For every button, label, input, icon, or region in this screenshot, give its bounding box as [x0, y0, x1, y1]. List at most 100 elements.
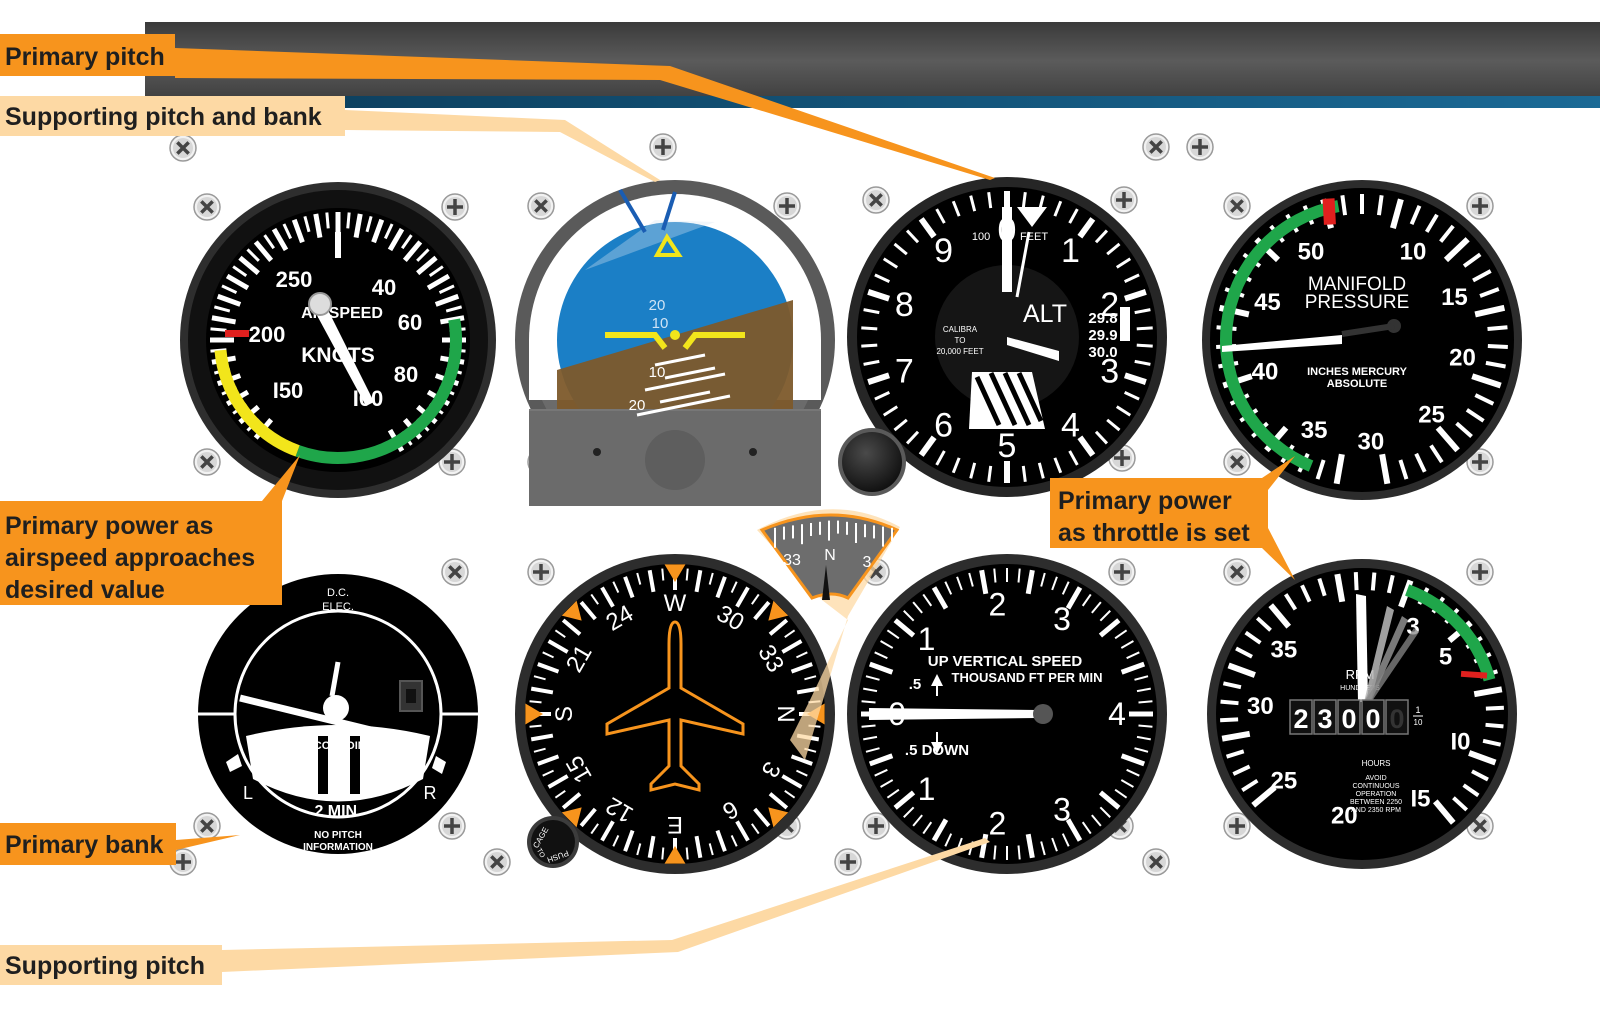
tick	[882, 257, 899, 269]
tick	[751, 593, 760, 605]
tick	[1471, 769, 1489, 782]
tick	[402, 240, 423, 262]
altimeter-alt-label: ALT	[1023, 300, 1067, 328]
callout-primary-bank-text: Primary bank	[5, 831, 164, 859]
tick	[1315, 459, 1326, 480]
tick	[426, 273, 451, 291]
heading-airplane-symbol	[605, 620, 745, 792]
tick	[647, 569, 656, 593]
heading-label-W: W	[664, 590, 687, 617]
tc-no-pitch: NO PITCH	[314, 830, 362, 841]
tick	[1353, 572, 1359, 591]
screw	[527, 558, 555, 586]
tick	[1333, 453, 1345, 485]
tick	[547, 639, 569, 654]
screw	[773, 192, 801, 220]
tick	[790, 754, 813, 766]
turn-coordinator: D.C. ELEC. TURN COORDINATOR 2 MIN. NO PI…	[198, 574, 478, 854]
tick	[874, 768, 888, 777]
airspeed-needle	[313, 300, 374, 406]
tick	[210, 327, 227, 332]
tick	[969, 462, 977, 479]
tick	[1053, 457, 1063, 474]
screw	[1223, 192, 1251, 220]
tick	[1099, 610, 1111, 622]
tick	[1379, 453, 1391, 485]
tick	[874, 390, 891, 401]
asi-num-200: 200	[249, 322, 286, 347]
tick	[1220, 717, 1239, 723]
tick	[1081, 821, 1092, 835]
tick	[1136, 735, 1151, 741]
tick	[903, 806, 915, 818]
tick	[1040, 841, 1046, 856]
tick	[951, 457, 961, 474]
altimeter-calib-2: TO	[955, 336, 966, 345]
tick	[912, 601, 923, 614]
screw	[483, 848, 511, 876]
tick	[708, 572, 714, 585]
tick	[880, 779, 894, 788]
tick	[1471, 373, 1502, 389]
tick	[1455, 421, 1473, 438]
callout-primary-power-airspeed: Primary power as airspeed approaches des…	[0, 455, 300, 605]
manifold-label-25: 25	[1418, 402, 1445, 429]
tick	[1462, 252, 1482, 268]
tick	[861, 724, 876, 728]
tick	[246, 248, 260, 262]
tick	[1091, 814, 1102, 827]
screw	[441, 558, 469, 586]
airspeed-green-arc	[295, 318, 462, 464]
tick	[768, 792, 789, 810]
scale-label-5: 5	[998, 427, 1017, 465]
screw	[1223, 812, 1251, 840]
tick	[1017, 568, 1021, 583]
altimeter-calib-3: 20,000 FEET	[936, 347, 983, 356]
tick	[554, 629, 566, 638]
tick	[1414, 452, 1427, 473]
callout-supporting-pitch-bank: Supporting pitch and bank	[0, 96, 660, 182]
altimeter-knob[interactable]	[838, 428, 906, 496]
altimeter-thousands-hand	[1002, 207, 1012, 292]
tick	[1051, 837, 1058, 852]
tick	[861, 700, 876, 704]
tick	[905, 229, 920, 244]
lubber-mark	[768, 600, 789, 621]
tick	[804, 675, 817, 681]
tick	[1479, 287, 1500, 298]
tick	[1017, 845, 1021, 860]
tick	[1138, 700, 1153, 704]
tick	[1225, 749, 1245, 759]
tick	[918, 435, 937, 457]
altimeter-stripes	[969, 371, 1045, 429]
callout-primary-power-throttle-line1: Primary power	[1058, 487, 1232, 515]
tick	[1099, 806, 1111, 818]
tick	[968, 572, 974, 587]
screw	[527, 192, 555, 220]
tick	[905, 430, 920, 445]
tick	[987, 465, 993, 483]
heading-cage-knob[interactable]: CAGE PUSH TO	[527, 816, 579, 868]
tick	[1120, 753, 1146, 767]
tick	[561, 792, 582, 810]
manifold-label-30: 30	[1358, 429, 1385, 456]
tach-label-30: 30	[1247, 693, 1274, 720]
tick	[1114, 788, 1128, 799]
cage-knob-to: TO	[535, 847, 546, 859]
tick	[1115, 257, 1132, 269]
tick	[213, 305, 231, 313]
tick	[439, 315, 465, 325]
callout-primary-power-airspeed-line2: airspeed approaches	[5, 544, 255, 572]
screw	[1466, 448, 1494, 476]
tick	[216, 293, 242, 307]
tick	[530, 733, 554, 742]
tick	[1106, 242, 1121, 256]
tick	[882, 405, 899, 417]
manifold-sub-1: INCHES MERCURY	[1307, 366, 1407, 378]
vsi-label-3: 3	[1053, 601, 1071, 637]
tick	[784, 629, 796, 638]
tick	[987, 191, 993, 209]
